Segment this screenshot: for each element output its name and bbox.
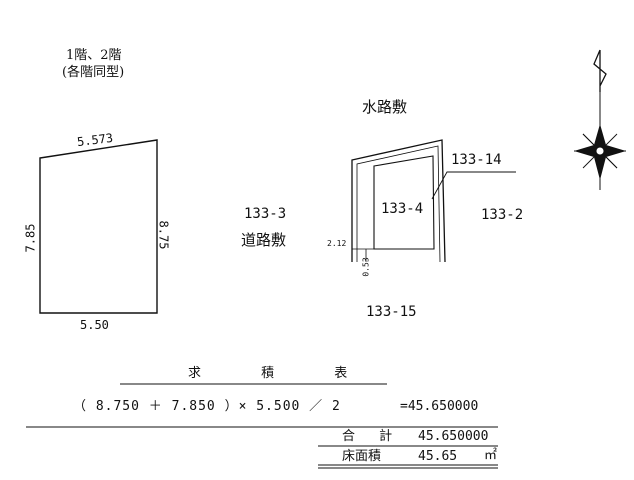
road-label: 道路敷 (241, 231, 287, 249)
area-formula-result: =45.650000 (400, 399, 479, 414)
dim-0-53: 0.53 (361, 257, 371, 277)
total-label: 合 計 (342, 429, 403, 444)
lot-133-14-label: 133-14 (451, 152, 502, 168)
lot-133-2-label: 133-2 (481, 207, 524, 223)
north-arrow-icon (574, 49, 626, 190)
area-formula: （ 8.750 ＋ 7.850 ）× 5.500 ／ 2 (73, 399, 341, 414)
floors-label: 1階、2階 (66, 48, 122, 63)
lot-133-4-label: 133-4 (381, 201, 424, 217)
lot-133-3-label: 133-3 (244, 206, 287, 222)
floor-plan-outline (39, 139, 158, 314)
waterway-label: 水路敷 (362, 98, 408, 116)
total-value: 45.650000 (418, 429, 489, 444)
dim-bottom-edge: 5.50 (80, 318, 109, 332)
lot-133-4-outline (373, 155, 435, 250)
area-table-title: 求 積 表 (188, 366, 376, 381)
site-inner-wall (356, 145, 441, 263)
lot-133-14-leader (431, 171, 516, 200)
site-outer-boundary (351, 139, 446, 263)
floors-note: (各階同型) (62, 65, 125, 80)
dim-left-edge: 7.85 (23, 223, 38, 253)
lot-133-15-label: 133-15 (366, 304, 417, 320)
floor-area-label: 床面積 (342, 449, 382, 464)
dim-2-12: 2.12 (327, 239, 347, 248)
floor-area-unit: ㎡ (484, 448, 498, 463)
floor-area-value: 45.65 (418, 449, 458, 464)
dim-right-edge: 8.75 (156, 220, 171, 250)
